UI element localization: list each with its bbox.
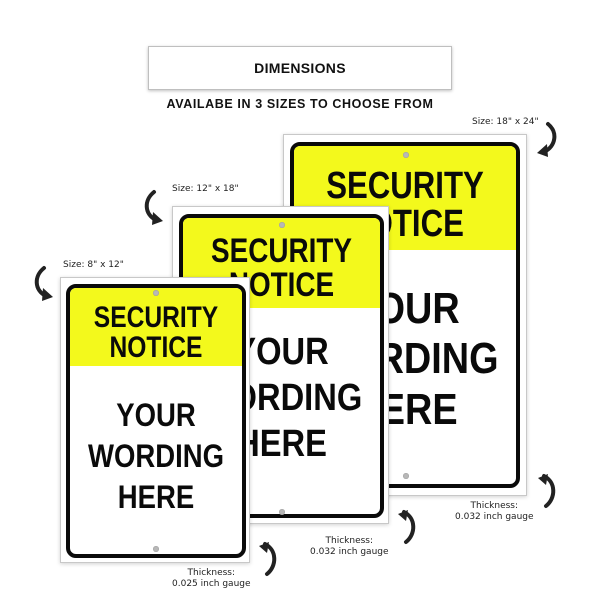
sign-small-body-1: YOUR (116, 397, 196, 433)
curved-arrow-icon (34, 266, 53, 301)
thickness-medium-value: 0.032 inch gauge (310, 547, 389, 557)
mounting-hole-icon (279, 222, 285, 228)
sizes-subtitle: AVAILABE IN 3 SIZES TO CHOOSE FROM (166, 97, 434, 111)
size-label-large: Size: 18" x 24" (472, 117, 539, 127)
sign-medium-body-3: HERE (236, 423, 327, 465)
sign-small-heading-1: SECURITY (93, 301, 219, 334)
thickness-small: Thickness: 0.025 inch gauge (172, 568, 251, 590)
sign-small-body-3: HERE (117, 479, 195, 515)
sign-small-body-2: WORDING (87, 438, 225, 474)
mounting-hole-icon (153, 546, 159, 552)
mounting-hole-icon (403, 152, 409, 158)
thickness-medium-title: Thickness: (325, 536, 374, 546)
dimensions-title-box: DIMENSIONS (148, 46, 452, 90)
mounting-hole-icon (153, 290, 159, 296)
thickness-small-title: Thickness: (187, 568, 236, 578)
curved-arrow-icon (144, 190, 163, 225)
thickness-large-value: 0.032 inch gauge (455, 512, 534, 522)
sign-small: SECURITY NOTICE YOUR WORDING HERE (60, 277, 250, 563)
sign-small-heading-2: NOTICE (109, 331, 203, 364)
thickness-medium: Thickness: 0.032 inch gauge (310, 536, 389, 558)
size-label-medium: Size: 12" x 18" (172, 184, 239, 194)
curved-arrow-icon (538, 474, 556, 508)
sign-large-header: SECURITY NOTICE (294, 146, 516, 250)
mounting-hole-icon (279, 509, 285, 515)
sign-medium-body-1: YOUR (234, 331, 329, 373)
sign-medium-heading-1: SECURITY (211, 232, 352, 270)
dimensions-title: DIMENSIONS (254, 60, 346, 76)
thickness-large: Thickness: 0.032 inch gauge (455, 501, 534, 523)
sign-small-frame: SECURITY NOTICE YOUR WORDING HERE (66, 284, 246, 558)
curved-arrow-icon (537, 122, 557, 157)
curved-arrow-icon (398, 510, 416, 544)
sign-small-header: SECURITY NOTICE (70, 288, 242, 366)
size-label-small: Size: 8" x 12" (63, 260, 124, 270)
thickness-large-title: Thickness: (470, 501, 519, 511)
sign-large-heading-1: SECURITY (326, 165, 484, 207)
thickness-small-value: 0.025 inch gauge (172, 579, 251, 589)
curved-arrow-icon (259, 542, 277, 576)
mounting-hole-icon (403, 473, 409, 479)
